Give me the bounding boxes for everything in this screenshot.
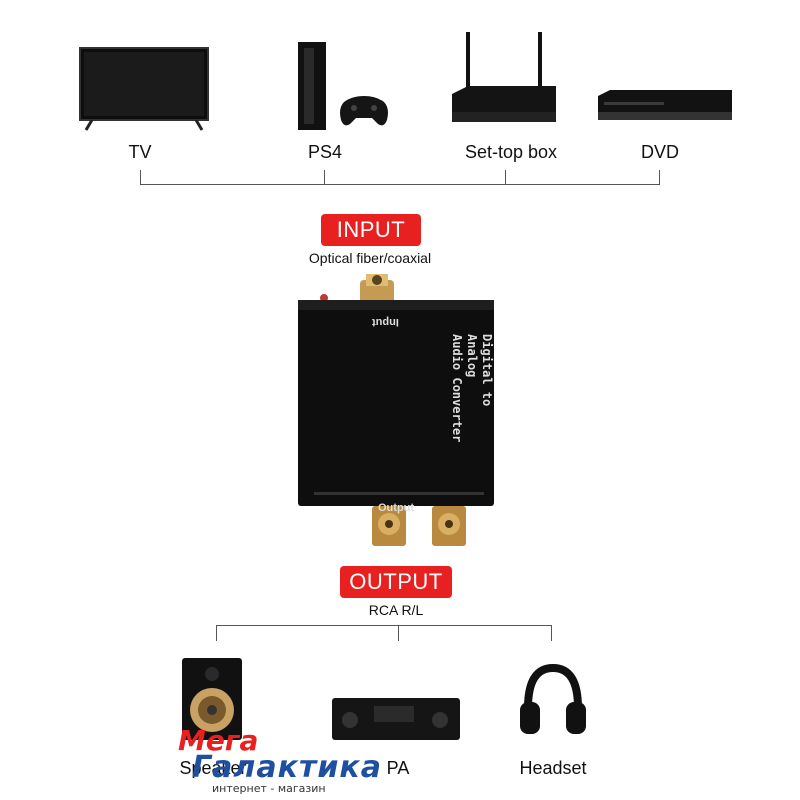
watermark-line1: Мега <box>178 724 259 757</box>
top-tick-dvd <box>659 170 660 185</box>
device-label-ps4: PS4 <box>307 142 343 162</box>
output-badge-sub: RCA R/L <box>368 602 424 618</box>
device-label-set-top-box: Set-top box <box>464 142 558 162</box>
converter-icon <box>298 274 494 546</box>
top-tick-stb <box>505 170 506 185</box>
top-tick-ps4 <box>324 170 325 185</box>
converter-title: Digital to Analog Audio Converter <box>450 334 494 454</box>
top-bus-line <box>140 184 660 185</box>
converter-title-line2: Audio Converter <box>450 334 464 443</box>
device-label-pa: PA <box>386 758 410 778</box>
input-badge: INPUT <box>321 214 421 246</box>
headphones-icon <box>520 663 586 734</box>
watermark-tagline: интернет - магазин <box>212 782 326 795</box>
tv-icon <box>79 47 209 131</box>
converter-output-label: Output <box>378 502 415 514</box>
bottom-bus-line <box>216 625 552 626</box>
output-badge: OUTPUT <box>340 566 452 598</box>
device-label-headset: Headset <box>519 758 587 778</box>
speaker-image <box>180 656 244 742</box>
top-tick-tv <box>140 170 141 185</box>
headset-image <box>518 660 588 740</box>
ps4-image <box>292 40 392 132</box>
bottom-tick-pa <box>398 625 399 641</box>
bottom-tick-speaker <box>216 625 217 641</box>
speaker-icon <box>182 658 242 740</box>
set-top-box-image <box>446 28 562 132</box>
converter-device <box>290 270 500 560</box>
watermark-line2: Галактика <box>192 750 382 785</box>
device-label-dvd: DVD <box>640 142 679 162</box>
pa-image <box>330 692 462 744</box>
input-badge-sub: Optical fiber/coaxial <box>308 250 432 266</box>
watermark-logo: Мега Галактика интернет - магазин <box>162 724 392 800</box>
device-label-tv: TV <box>128 142 152 162</box>
bottom-tick-headset <box>551 625 552 641</box>
game-console-icon <box>298 42 388 130</box>
dvd-image <box>594 88 736 128</box>
converter-input-label: Input <box>372 316 399 328</box>
tv-image <box>78 46 210 132</box>
amplifier-icon <box>332 698 460 740</box>
converter-title-line1: Digital to Analog <box>465 334 494 407</box>
dvd-player-icon <box>598 90 732 120</box>
set-top-box-icon <box>452 32 556 122</box>
device-label-speaker: Speaker <box>179 758 247 778</box>
